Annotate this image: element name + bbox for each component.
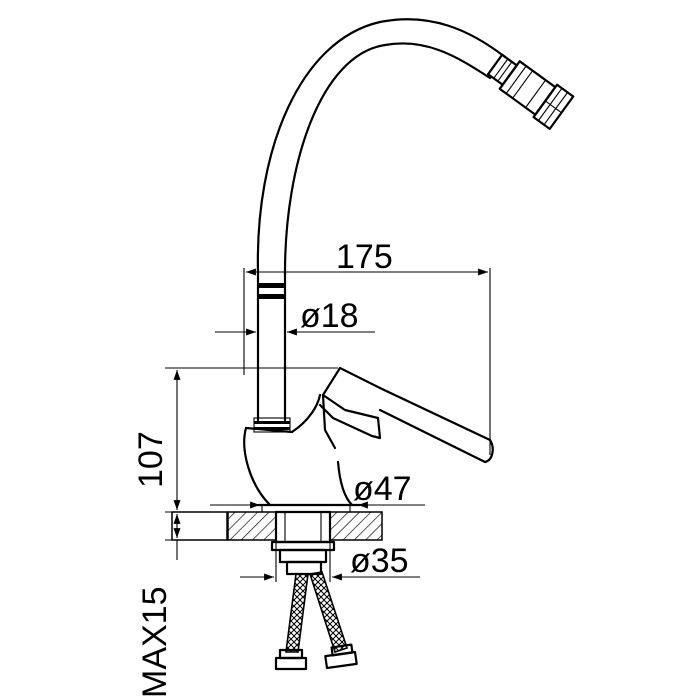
supply-hoses xyxy=(274,571,358,671)
dimension-label-107: 107 xyxy=(132,431,170,488)
dimension-label-max15: MAX15 xyxy=(136,587,174,699)
spout-tube xyxy=(253,270,291,433)
dimension-spout-diameter: ø18 xyxy=(215,297,375,336)
dimension-label-d47: ø47 xyxy=(353,470,412,508)
dimension-shank-diameter: ø35 xyxy=(240,542,420,582)
dimension-label-d18: ø18 xyxy=(300,297,359,335)
dimension-label-d35: ø35 xyxy=(350,542,409,580)
gooseneck-spout xyxy=(256,18,507,274)
dimension-base-diameter: ø47 xyxy=(210,470,425,509)
dimension-height: 107 xyxy=(132,367,338,513)
dimension-label-175: 175 xyxy=(336,238,393,276)
dimension-max-thickness: MAX15 xyxy=(136,514,228,698)
lever-handle xyxy=(318,366,494,464)
spout-aerator xyxy=(486,53,575,130)
mounting-shank xyxy=(270,510,336,576)
countertop-section xyxy=(171,503,383,541)
mixer-body xyxy=(243,393,354,507)
dimension-spout-reach: 175 xyxy=(243,238,491,455)
